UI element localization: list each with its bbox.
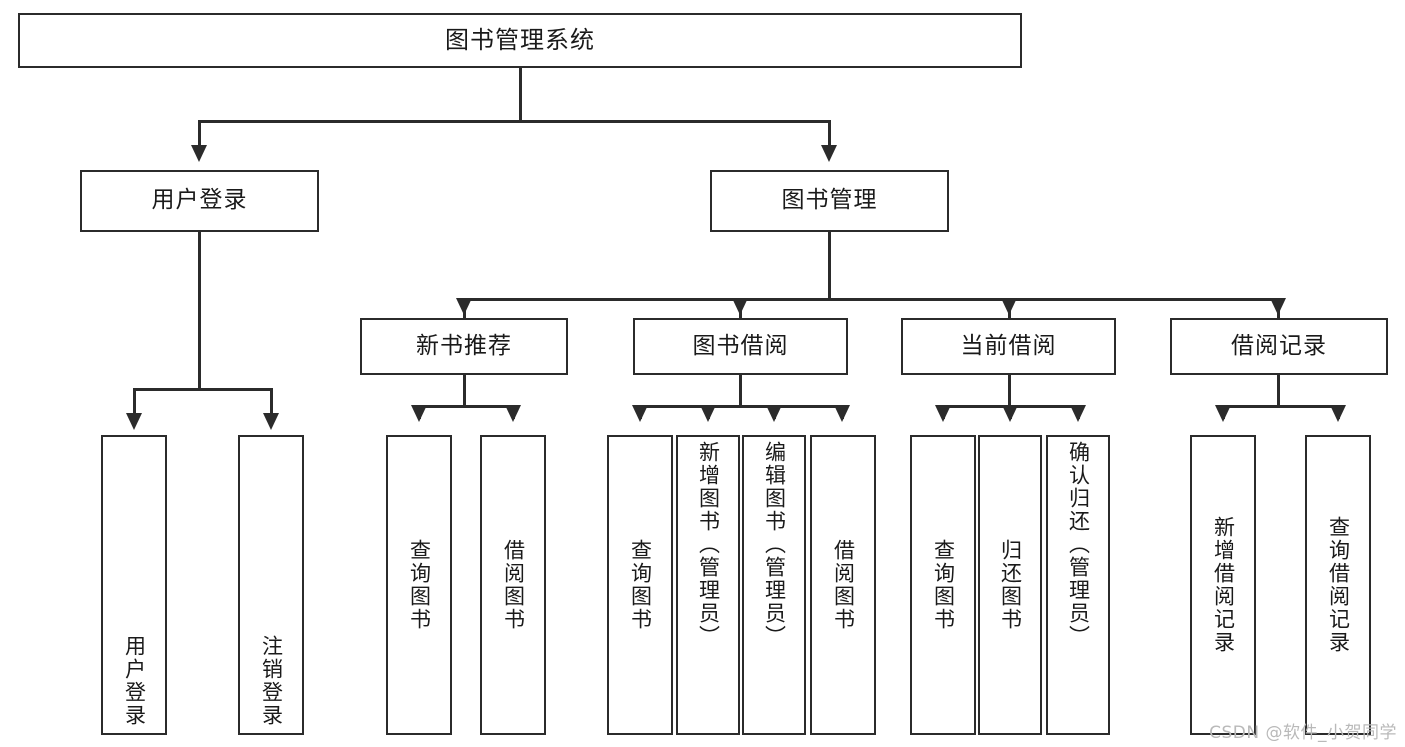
leaf-label: 新增图书（管理员）	[696, 441, 721, 648]
leaf-label: 借阅图书	[501, 539, 526, 631]
arrow-to-leaf-query-book-cb	[935, 405, 951, 422]
leaf-label: 注销登录	[259, 635, 284, 727]
arrow-to-borrow-record	[1270, 298, 1286, 315]
arrow-to-leaf-borrow-book-nbr	[505, 405, 521, 422]
watermark: CSDN @软件_小贺同学	[1209, 723, 1397, 743]
node-borrow-record[interactable]: 借阅记录	[1170, 318, 1388, 375]
arrow-to-new-book-recommend	[456, 298, 472, 315]
connector-root-stem	[519, 68, 522, 120]
node-label: 借阅记录	[1231, 332, 1327, 359]
leaf-add-borrow-record[interactable]: 新增借阅记录	[1190, 435, 1256, 735]
connector-book-borrow-stem	[739, 375, 742, 407]
node-current-borrow[interactable]: 当前借阅	[901, 318, 1116, 375]
arrow-to-book-borrow	[732, 298, 748, 315]
leaf-confirm-return-admin[interactable]: 确认归还（管理员）	[1046, 435, 1110, 735]
leaf-return-book[interactable]: 归还图书	[978, 435, 1042, 735]
node-label: 用户登录	[151, 187, 248, 214]
connector-book-borrow-bus	[639, 405, 844, 408]
arrow-to-leaf-add-record	[1215, 405, 1231, 422]
node-label: 图书管理系统	[445, 26, 595, 55]
connector-new-book-recommend-bus	[418, 405, 514, 408]
node-label: 图书管理	[781, 187, 878, 214]
arrow-to-leaf-edit-book	[766, 405, 782, 422]
node-root-book-management-system[interactable]: 图书管理系统	[18, 13, 1022, 68]
leaf-label: 新增借阅记录	[1211, 516, 1236, 654]
leaf-add-book-admin[interactable]: 新增图书（管理员）	[676, 435, 740, 735]
node-book-management[interactable]: 图书管理	[710, 170, 949, 232]
leaf-logout[interactable]: 注销登录	[238, 435, 304, 735]
arrow-to-book-management	[821, 145, 837, 162]
arrow-to-leaf-return-book	[1002, 405, 1018, 422]
leaf-query-book-borrow[interactable]: 查询图书	[607, 435, 673, 735]
connector-user-login-bus	[133, 388, 272, 391]
connector-borrow-record-stem	[1277, 375, 1280, 407]
leaf-borrow-book-borrow[interactable]: 借阅图书	[810, 435, 876, 735]
leaf-label: 查询图书	[407, 539, 432, 631]
node-label: 当前借阅	[960, 332, 1057, 359]
arrow-to-leaf-query-book-bb	[632, 405, 648, 422]
leaf-label: 查询借阅记录	[1326, 516, 1351, 654]
connector-level2-bus	[463, 298, 1278, 301]
connector-user-login-stem	[198, 232, 201, 390]
leaf-label: 归还图书	[998, 539, 1023, 631]
leaf-label: 查询图书	[931, 539, 956, 631]
connector-root-to-user-login	[198, 120, 201, 148]
connector-current-borrow-stem	[1008, 375, 1011, 407]
connector-root-to-book-management	[828, 120, 831, 148]
arrow-to-leaf-query-book-nbr	[411, 405, 427, 422]
node-label: 图书借阅	[692, 332, 789, 359]
leaf-query-book-current[interactable]: 查询图书	[910, 435, 976, 735]
node-user-login[interactable]: 用户登录	[80, 170, 319, 232]
arrow-to-user-login	[191, 145, 207, 162]
connector-root-bus	[198, 120, 831, 123]
connector-book-management-stem	[828, 232, 831, 300]
leaf-label: 编辑图书（管理员）	[762, 441, 787, 648]
node-label: 新书推荐	[416, 332, 512, 359]
connector-borrow-record-bus	[1222, 405, 1339, 408]
leaf-label: 用户登录	[122, 635, 147, 727]
leaf-label: 查询图书	[628, 539, 653, 631]
arrow-to-leaf-user-login	[126, 413, 142, 430]
arrow-to-leaf-confirm-return	[1070, 405, 1086, 422]
leaf-user-login[interactable]: 用户登录	[101, 435, 167, 735]
arrow-to-current-borrow	[1001, 298, 1017, 315]
leaf-query-borrow-record[interactable]: 查询借阅记录	[1305, 435, 1371, 735]
leaf-borrow-book-new-recommend[interactable]: 借阅图书	[480, 435, 546, 735]
arrow-to-leaf-logout	[263, 413, 279, 430]
arrow-to-leaf-borrow-book-bb	[834, 405, 850, 422]
node-new-book-recommend[interactable]: 新书推荐	[360, 318, 568, 375]
connector-new-book-recommend-stem	[463, 375, 466, 407]
leaf-label: 借阅图书	[831, 539, 856, 631]
connector-user-login-drop-1	[133, 388, 136, 416]
leaf-edit-book-admin[interactable]: 编辑图书（管理员）	[742, 435, 806, 735]
arrow-to-leaf-add-book	[700, 405, 716, 422]
arrow-to-leaf-query-record	[1330, 405, 1346, 422]
leaf-query-book-new-recommend[interactable]: 查询图书	[386, 435, 452, 735]
node-book-borrow[interactable]: 图书借阅	[633, 318, 848, 375]
connector-user-login-drop-2	[270, 388, 273, 416]
leaf-label: 确认归还（管理员）	[1066, 441, 1091, 648]
